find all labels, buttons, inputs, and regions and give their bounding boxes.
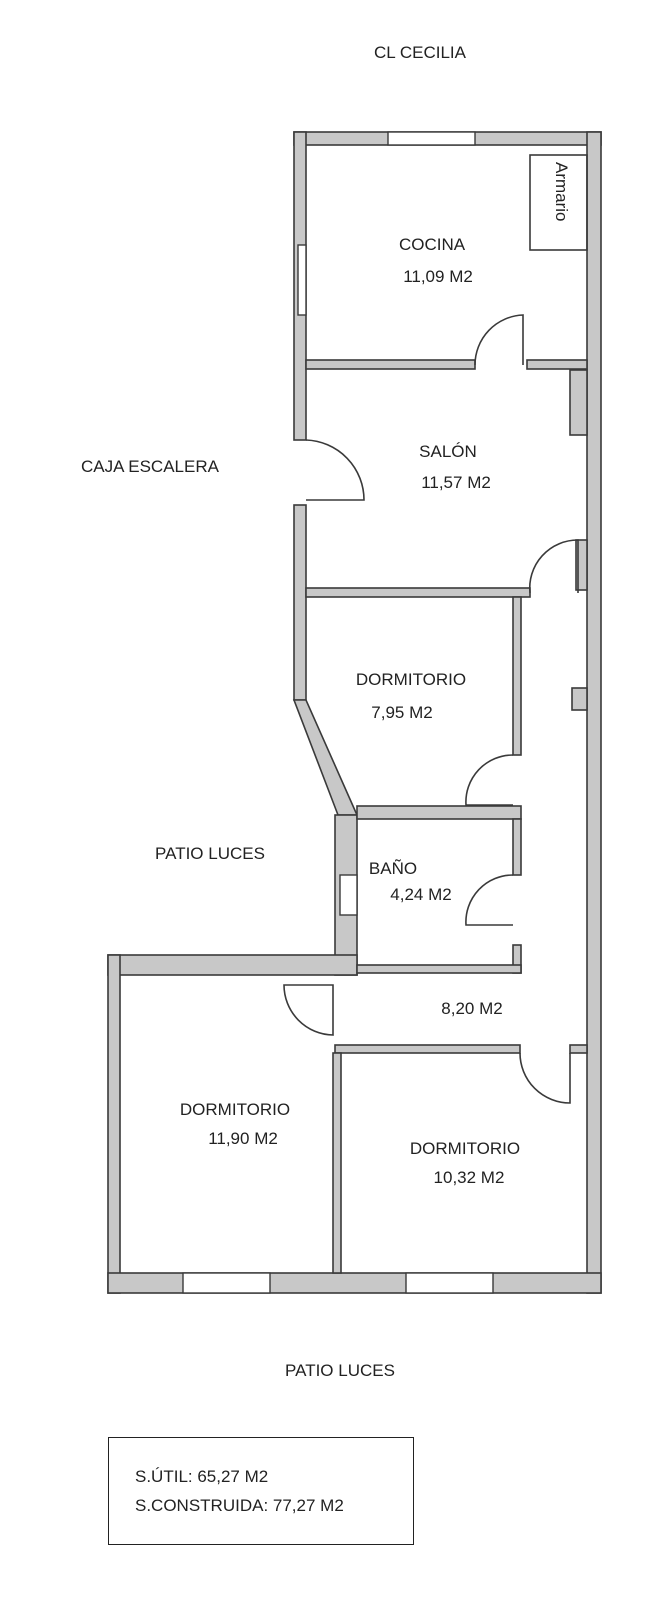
room-name: DORMITORIO: [356, 670, 466, 689]
useful-area: S.ÚTIL: 65,27 M2: [135, 1467, 269, 1486]
room-area: 11,09 M2: [403, 267, 473, 286]
room-area: 4,24 M2: [390, 885, 451, 904]
room-name: SALÓN: [419, 442, 477, 461]
armario-label: Armario: [552, 162, 571, 222]
room-area: 11,57 M2: [421, 473, 491, 492]
street-label: CL CECILIA: [374, 43, 467, 62]
room-name: DORMITORIO: [180, 1100, 290, 1119]
room-area: 10,32 M2: [434, 1168, 505, 1187]
windows: [182, 131, 494, 1294]
room-area: 11,90 M2: [208, 1129, 278, 1148]
room-name: COCINA: [399, 235, 466, 254]
room-area: 7,95 M2: [371, 703, 432, 722]
room-name: DORMITORIO: [410, 1139, 520, 1158]
doors: [283, 314, 579, 1104]
surface-summary: S.ÚTIL: 65,27 M2 S.CONSTRUIDA: 77,27 M2: [108, 1437, 414, 1545]
room-area: 8,20 M2: [441, 999, 502, 1018]
room-name: BAÑO: [369, 859, 417, 878]
patio-label: PATIO LUCES: [155, 844, 265, 863]
armario-outline: [529, 154, 588, 251]
stair-label: CAJA ESCALERA: [81, 457, 220, 476]
patio-label-bottom: PATIO LUCES: [285, 1361, 395, 1380]
built-area: S.CONSTRUIDA: 77,27 M2: [135, 1496, 344, 1515]
